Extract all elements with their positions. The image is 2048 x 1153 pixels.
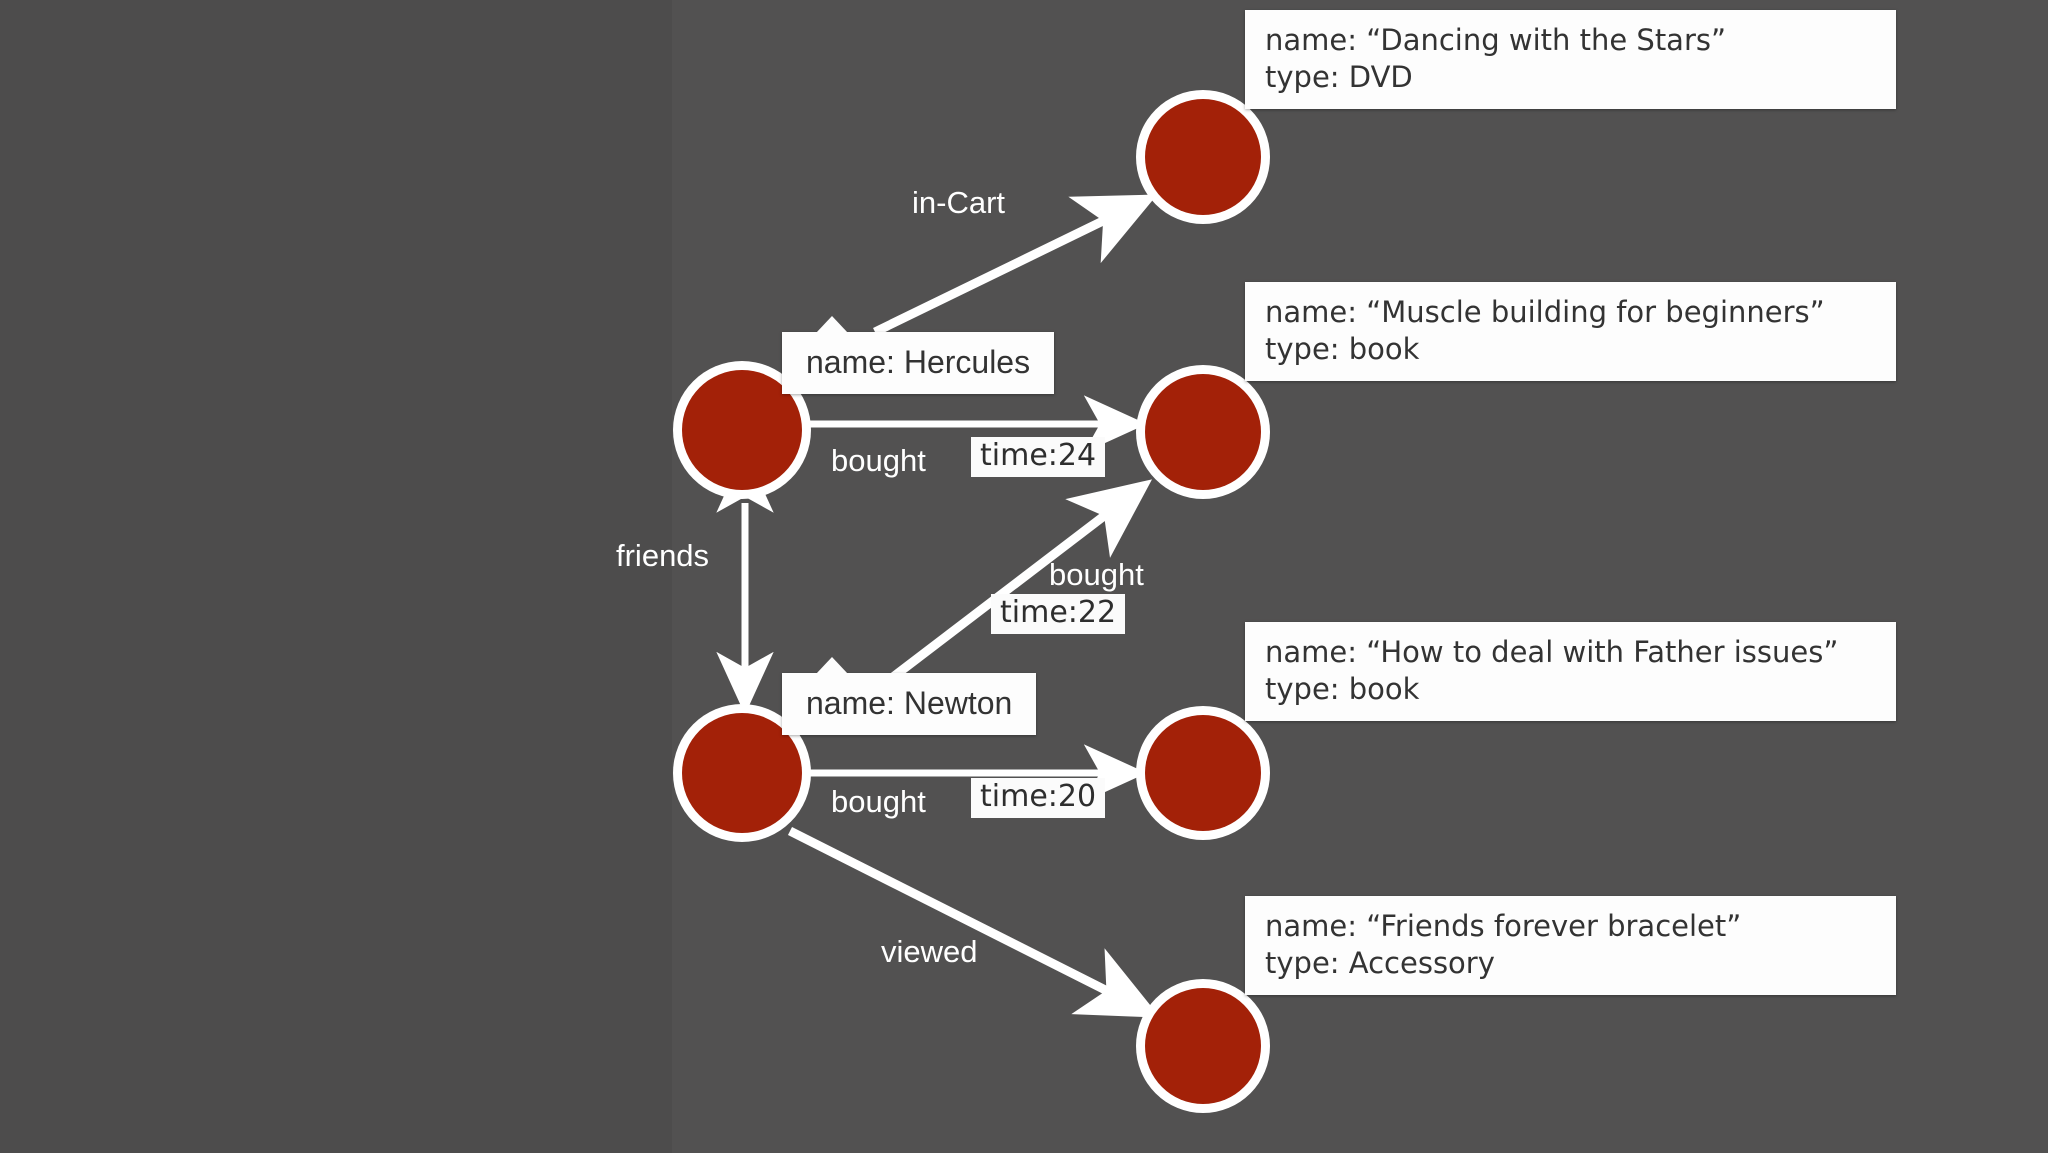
edge-prop-time-24: time:24 xyxy=(971,437,1106,477)
edge-label-in-cart: in-Cart xyxy=(912,185,1006,220)
callout-muscle-building: name: “Muscle building for beginners” ty… xyxy=(1245,282,1896,382)
muscle-name-line: name: “Muscle building for beginners” xyxy=(1265,295,1825,329)
edge-newton-bought-muscle xyxy=(873,479,1153,694)
node-product-friends-forever-bracelet[interactable] xyxy=(1145,988,1261,1104)
node-product-father-issues[interactable] xyxy=(1145,715,1261,831)
muscle-type-line: type: book xyxy=(1265,331,1420,366)
callout-friends-forever-bracelet: name: “Friends forever bracelet” type: A… xyxy=(1245,896,1896,996)
edge-newton-viewed-bracelet xyxy=(787,826,1161,1018)
edge-prop-time-20: time:20 xyxy=(971,778,1106,818)
callout-dancing-with-the-stars: name: “Dancing with the Stars” type: DVD xyxy=(1245,10,1896,110)
edge-label-bought-newton-father: bought xyxy=(831,784,926,819)
edge-label-bought-hercules-muscle: bought xyxy=(831,443,926,478)
hercules-name-line: name: Hercules xyxy=(806,344,1031,380)
dancing-type-line: type: DVD xyxy=(1265,59,1413,94)
bracelet-name-line: name: “Friends forever bracelet” xyxy=(1265,909,1742,943)
father-type-line: type: book xyxy=(1265,671,1420,706)
edge-prop-time-22: time:22 xyxy=(991,594,1126,634)
callout-newton: name: Newton xyxy=(782,657,1037,736)
node-product-dancing-with-the-stars[interactable] xyxy=(1145,99,1261,215)
edge-label-viewed: viewed xyxy=(881,934,978,969)
newton-name-line: name: Newton xyxy=(806,685,1013,721)
callout-tail-icon xyxy=(816,316,848,333)
background-band-left xyxy=(0,0,672,1153)
edge-label-bought-newton-muscle: bought xyxy=(1049,557,1144,592)
father-name-line: name: “How to deal with Father issues” xyxy=(1265,635,1839,669)
callout-father-issues: name: “How to deal with Father issues” t… xyxy=(1245,622,1896,722)
callout-tail-icon xyxy=(816,657,848,674)
bracelet-type-line: type: Accessory xyxy=(1265,945,1495,980)
callout-hercules: name: Hercules xyxy=(782,316,1055,395)
edge-label-friends: friends xyxy=(616,538,710,573)
dancing-name-line: name: “Dancing with the Stars” xyxy=(1265,23,1727,57)
edge-hercules-incart-dancing xyxy=(873,194,1158,337)
node-product-muscle-building[interactable] xyxy=(1145,374,1261,490)
